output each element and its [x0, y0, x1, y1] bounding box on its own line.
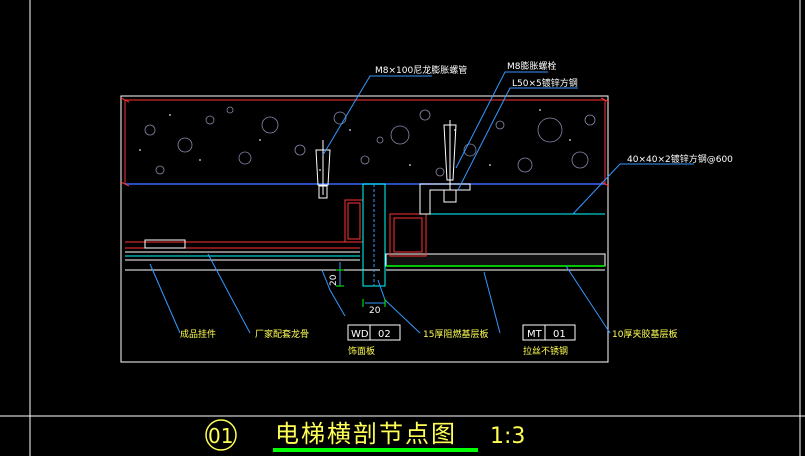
title-number: 01	[208, 424, 233, 448]
label-expansion-bolt: M8膨胀螺栓	[507, 60, 557, 72]
label-anchor-bolt: M8×100尼龙膨胀螺管	[375, 64, 467, 76]
right-wall-panels	[385, 213, 606, 271]
label-factory-keel: 厂家配套龙骨	[255, 328, 309, 340]
label-square-steel: 40×40×2镀锌方钢@600	[627, 153, 733, 165]
title-name: 电梯横剖节点图	[275, 420, 457, 448]
left-wall-panels	[125, 239, 380, 271]
label-glass-base: 10厚夹胶基层板	[612, 328, 677, 340]
dimension-marks	[336, 269, 386, 307]
tag-wd-code: WD	[351, 329, 369, 340]
label-angle-steel: L50×5镀锌方钢	[512, 77, 578, 89]
leader-lines	[149, 71, 694, 334]
steel-frame	[315, 120, 471, 287]
drawing-box	[120, 95, 609, 363]
tag-wd-num: 02	[378, 329, 391, 340]
tag-mt-num: 01	[553, 329, 566, 340]
dim-vertical: 20	[329, 274, 339, 286]
title-scale: 1:3	[490, 424, 525, 449]
tag-mt-caption: 拉丝不锈钢	[523, 345, 568, 357]
tag-wd-caption: 饰面板	[348, 345, 375, 357]
dim-horizontal: 20	[369, 306, 381, 316]
tag-mt-code: MT	[527, 329, 543, 340]
concrete-slab	[120, 97, 610, 187]
tag-mt: MT 01 拉丝不锈钢	[522, 324, 576, 357]
tag-wd: WD 02 饰面板	[347, 324, 401, 357]
label-fireproof-board: 15厚阻燃基层板	[423, 328, 488, 340]
label-finished-board: 成品挂件	[180, 328, 216, 340]
title-block: 01 电梯横剖节点图 1:3	[205, 419, 525, 452]
